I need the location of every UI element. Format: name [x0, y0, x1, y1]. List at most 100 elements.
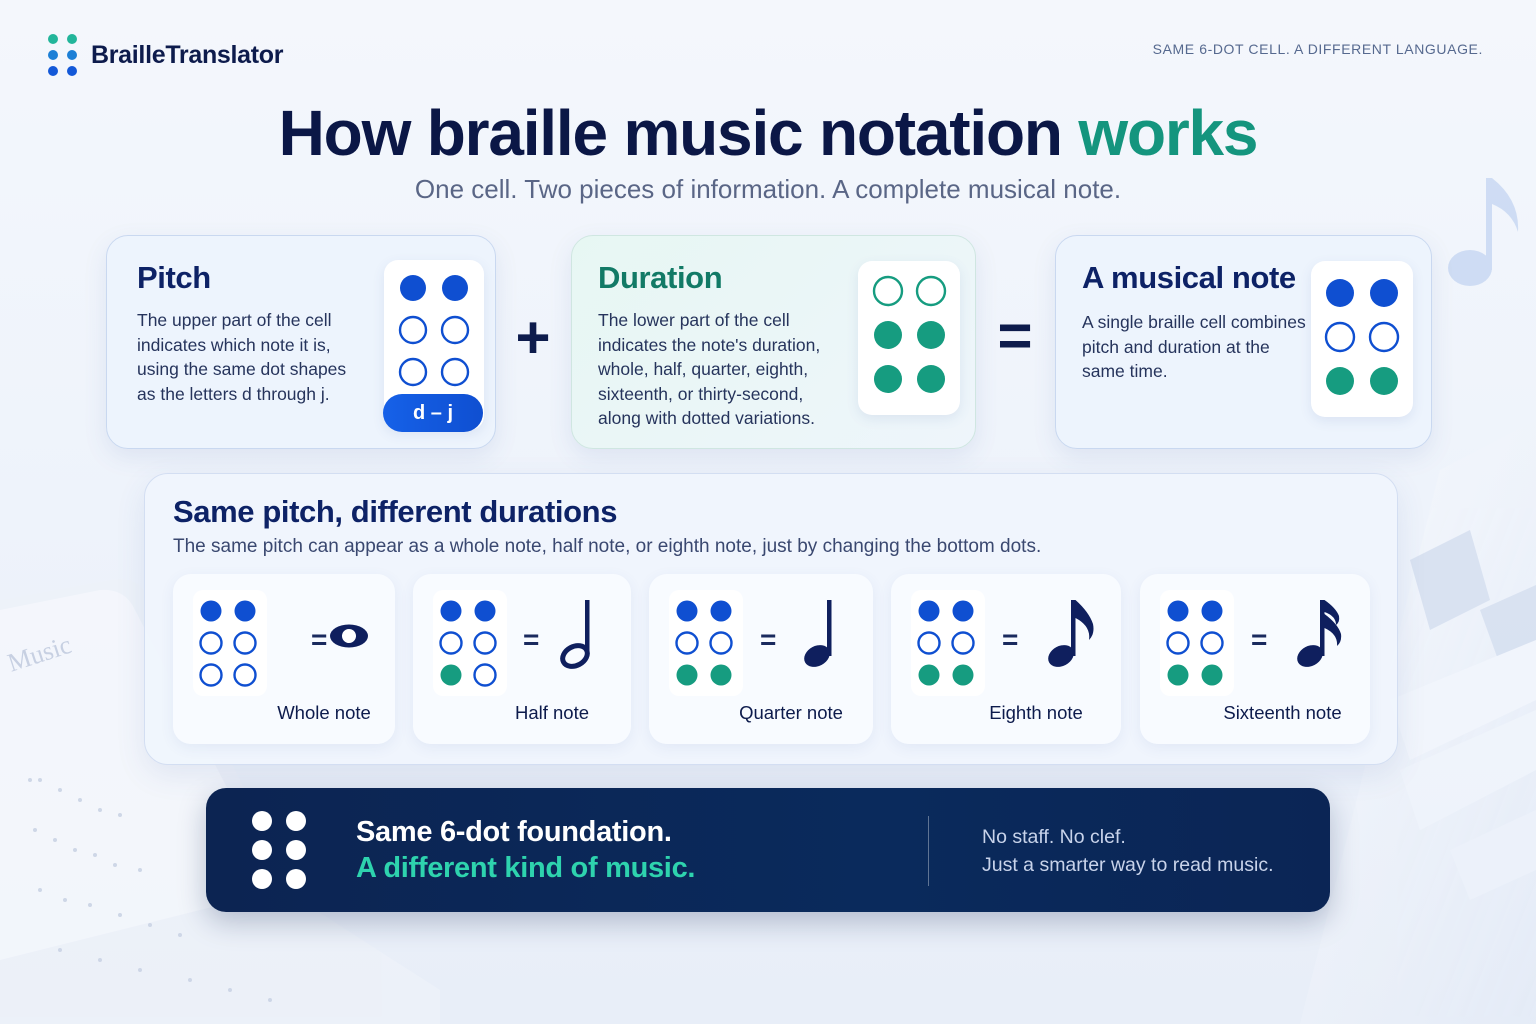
empty-dot: [1166, 631, 1190, 655]
braille-dots: [439, 600, 497, 687]
empty-dot: [398, 357, 428, 387]
raised-dot: [952, 664, 974, 686]
duration-example-card: = Quarter note: [649, 574, 873, 744]
raised-dot: [710, 664, 732, 686]
empty-dot: [440, 357, 470, 387]
brand-name: BrailleTranslator: [91, 40, 284, 69]
raised-dot: [874, 365, 902, 393]
raised-dot: [400, 275, 426, 301]
example-braille-cell: [433, 590, 507, 696]
musical-note-title: A musical note: [1082, 260, 1296, 295]
example-equals: =: [523, 624, 540, 655]
duration-example-card: = Eighth note: [891, 574, 1121, 744]
plus-operator: +: [515, 304, 551, 371]
title-accent: works: [1078, 97, 1258, 169]
example-equals: =: [1002, 624, 1019, 655]
page-title: How braille music notation works: [0, 96, 1536, 170]
example-equals: =: [760, 624, 777, 655]
example-braille-cell: [669, 590, 743, 696]
empty-dot: [917, 631, 941, 655]
raised-dot: [676, 600, 698, 622]
example-braille-cell: [193, 590, 267, 696]
duration-example-card: = Half note: [413, 574, 631, 744]
half-note-icon: [560, 600, 590, 669]
durations-panel: Same pitch, different durations The same…: [144, 473, 1398, 765]
example-label: Sixteenth note: [1223, 702, 1342, 723]
example-label: Quarter note: [739, 702, 843, 723]
braille-dots: [872, 275, 947, 393]
example-label: Half note: [514, 702, 590, 723]
durations-description: The same pitch can appear as a whole not…: [173, 536, 1042, 557]
raised-dot: [474, 600, 496, 622]
pitch-title: Pitch: [137, 260, 211, 295]
empty-dot: [439, 631, 463, 655]
empty-dot: [1200, 631, 1224, 655]
musical-note-braille-cell: [1311, 261, 1413, 417]
braille-dots: [1324, 279, 1400, 395]
empty-dot: [473, 631, 497, 655]
raised-dot: [917, 365, 945, 393]
empty-dot: [233, 663, 257, 687]
pitch-description: The upper part of the cell indicates whi…: [137, 310, 347, 404]
empty-dot: [1368, 321, 1400, 353]
bottom-banner: Same 6-dot foundation. A different kind …: [206, 788, 1330, 912]
example-label: Whole note: [277, 702, 371, 723]
duration-braille-cell: [858, 261, 960, 415]
banner-headline: Same 6-dot foundation.: [356, 816, 672, 848]
book-label: Music: [4, 629, 75, 678]
raised-dot: [1167, 600, 1189, 622]
brand-logo[interactable]: BrailleTranslator: [48, 34, 284, 76]
quarter-note-icon: [804, 600, 832, 667]
braille-dots: [199, 600, 257, 687]
logo-dots-icon: [48, 34, 77, 76]
raised-dot: [917, 321, 945, 349]
banner-divider: [928, 816, 929, 886]
example-braille-cell: [1160, 590, 1234, 696]
raised-dot: [710, 600, 732, 622]
braille-dots: [917, 600, 975, 686]
raised-dot: [440, 664, 462, 686]
raised-dot: [874, 321, 902, 349]
braille-dots: [398, 275, 470, 387]
empty-dot: [398, 315, 428, 345]
empty-dot: [675, 631, 699, 655]
empty-dot: [709, 631, 733, 655]
header-tagline: SAME 6-DOT CELL. A DIFFERENT LANGUAGE.: [1152, 41, 1483, 57]
braille-cell-icon: [252, 811, 306, 889]
raised-dot: [918, 664, 940, 686]
raised-dot: [442, 275, 468, 301]
duration-title: Duration: [598, 260, 723, 295]
equals-operator: =: [997, 302, 1033, 369]
raised-dot: [440, 600, 462, 622]
empty-dot: [915, 275, 947, 307]
raised-dot: [1326, 279, 1354, 307]
raised-dot: [1201, 664, 1223, 686]
durations-title: Same pitch, different durations: [173, 494, 618, 529]
raised-dot: [676, 664, 698, 686]
pitch-range-pill: d – j: [383, 394, 483, 432]
duration-example-card: =Whole note: [173, 574, 395, 744]
empty-dot: [199, 663, 223, 687]
musical-note-card: A musical note A single braille cell com…: [1055, 235, 1432, 449]
duration-example-card: = Sixteenth note: [1140, 574, 1370, 744]
banner-note-2: Just a smarter way to read music.: [982, 854, 1274, 876]
raised-dot: [952, 600, 974, 622]
example-equals: =: [1251, 624, 1268, 655]
sixteenth-note-icon: [1297, 600, 1342, 667]
eighth-note-icon: [1048, 600, 1094, 667]
raised-dot: [1201, 600, 1223, 622]
duration-description: The lower part of the cell indicates the…: [598, 310, 821, 428]
empty-dot: [199, 631, 223, 655]
pitch-card: Pitch The upper part of the cell indicat…: [106, 235, 496, 449]
pitch-braille-cell: d – j: [383, 260, 484, 432]
empty-dot: [951, 631, 975, 655]
example-braille-cell: [911, 590, 985, 696]
banner-note-1: No staff. No clef.: [982, 826, 1126, 848]
empty-dot: [872, 275, 904, 307]
raised-dot: [200, 600, 222, 622]
raised-dot: [1167, 664, 1189, 686]
empty-dot: [233, 631, 257, 655]
whole-note-icon: [330, 624, 368, 648]
empty-dot: [440, 315, 470, 345]
example-label: Eighth note: [989, 702, 1083, 723]
